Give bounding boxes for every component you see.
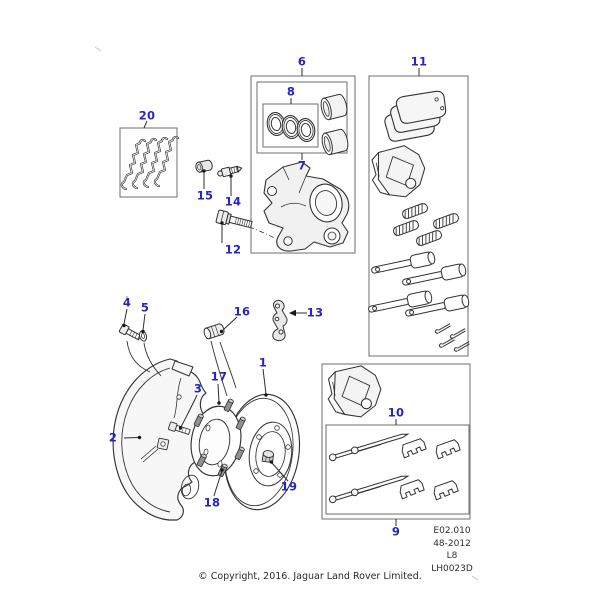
callout-leaders [123, 68, 420, 526]
pad-springs [391, 201, 461, 248]
callout-dots [122, 169, 274, 472]
callout-7: 7 [297, 158, 307, 173]
plate-washer [138, 330, 148, 342]
callout-9: 9 [391, 524, 401, 539]
drawing-sheet: L8 [446, 551, 458, 561]
callout-18: 18 [203, 495, 221, 510]
callout-10: 10 [387, 405, 405, 420]
copyright-notice: © Copyright, 2016. Jaguar Land Rover Lim… [198, 571, 422, 582]
caliper-pistons [318, 92, 351, 157]
drawing-number: E02.010 [433, 526, 471, 536]
split-pins [434, 323, 471, 352]
retaining-pins [328, 430, 410, 504]
bleed-screw-cap [195, 159, 213, 173]
assembly-axis-line [248, 226, 276, 239]
callout-6: 6 [297, 54, 307, 69]
pad-guide-pins [366, 250, 471, 321]
brake-pad-with-clip [369, 143, 428, 200]
drawing-ref-code: LH0023D [431, 563, 473, 574]
callout-19: 19 [280, 479, 298, 494]
callout-16: 16 [233, 304, 251, 319]
drawing-date: 48-2012 [433, 538, 471, 549]
callout-20: 20 [138, 108, 156, 123]
kit-box-20 [119, 127, 178, 198]
hub-nut [261, 450, 275, 464]
drawing-info-block: E02.010 48-2012 L8 LH0023D [413, 525, 491, 575]
bleed-screw [217, 165, 243, 178]
print-artifacts [94, 46, 479, 581]
brake-pad-kit9 [326, 364, 383, 419]
callout-3: 3 [193, 381, 203, 396]
callout-12: 12 [224, 242, 242, 257]
callout-1: 1 [258, 355, 268, 370]
hub-flange-drawing [190, 397, 247, 478]
callout-4: 4 [122, 295, 132, 310]
leader-curves [126, 340, 237, 397]
pad-retainer-springs [120, 135, 180, 191]
callout-13: 13 [306, 305, 324, 320]
spring-bracket [272, 300, 288, 342]
dust-shield-drawing [112, 358, 207, 521]
caliper-bolt [215, 209, 253, 229]
caliper-drawing [263, 161, 350, 252]
plate-bolt [118, 323, 142, 341]
callout-5: 5 [140, 300, 150, 315]
callout-15: 15 [196, 188, 214, 203]
piston-seal-rings [266, 112, 316, 142]
callout-13-arrow [289, 309, 296, 317]
brake-pad-set [382, 85, 450, 147]
callout-11: 11 [410, 54, 428, 69]
pad-clips [398, 437, 462, 501]
callout-17: 17 [210, 369, 228, 384]
callout-8: 8 [286, 84, 296, 99]
callout-2: 2 [108, 430, 118, 445]
callout-14: 14 [224, 194, 242, 209]
